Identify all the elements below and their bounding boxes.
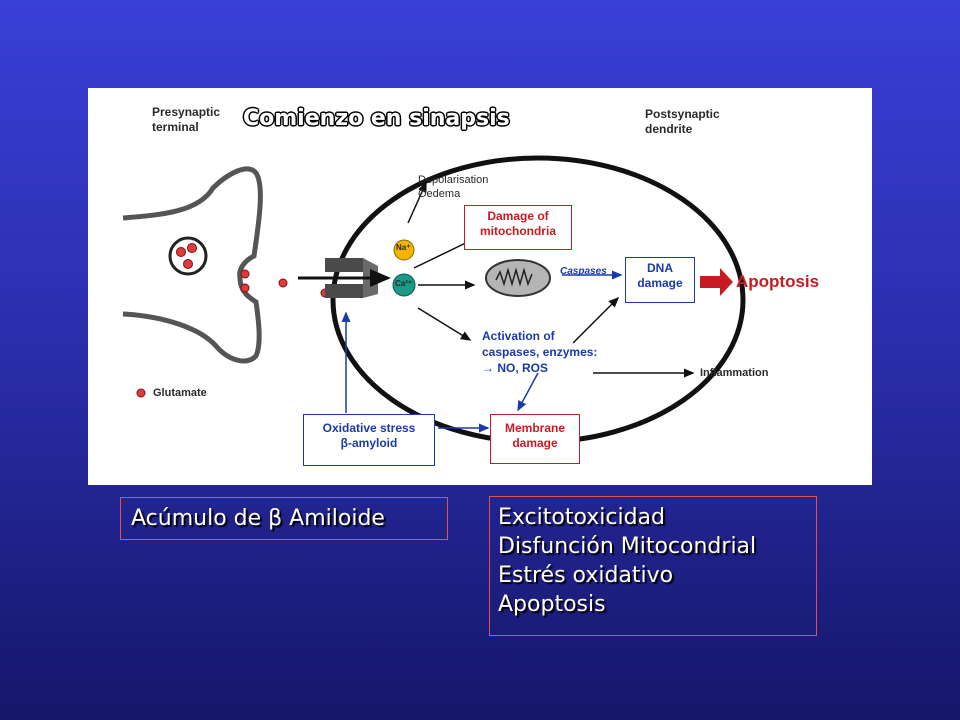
na-ion [393,239,415,261]
glutamate-legend-dot [136,388,146,398]
ca-label: Ca²⁺ [395,279,413,288]
synapse-figure: Comienzo en sinapsis Presynaptic termina… [88,88,872,485]
activation-label: Activation of caspases, enzymes: → NO, R… [482,329,598,375]
caspases-label: Caspases [560,266,607,277]
caption-amyloid: Acúmulo de β Amiloide [131,506,385,531]
apoptosis-label: Apoptosis [736,272,820,291]
receptor-channel [325,258,363,272]
dna-damage-box: DNA damage [625,257,695,303]
oxidative-stress-box: Oxidative stress β-amyloid [303,414,435,466]
inflammation-label: Inflammation [700,367,769,379]
caption-mito-dysfunction: Disfunción Mitocondrial [498,534,757,559]
membrane-damage-box: Membrane damage [490,414,580,464]
caption-amyloid-box: Acúmulo de β Amiloide [120,497,448,540]
presynaptic-terminal-shape [122,166,263,364]
caption-mechanisms-box: Excitotoxicidad Disfunción Mitocondrial … [489,496,817,636]
na-label: Na⁺ [396,243,411,252]
postsynaptic-label: Postsynaptic dendrite [645,107,720,136]
caption-excitotoxicity: Excitotoxicidad [498,505,665,530]
mito-damage-box: Damage of mitochondria [464,205,572,250]
apoptosis-arrow [700,268,733,296]
caption-oxidative-stress: Estrés oxidativo [498,563,674,588]
ca-ion [392,273,416,297]
synapse-diagram [122,155,746,445]
glutamate-legend-label: Glutamate [153,387,207,399]
presynaptic-label: Presynaptic terminal [152,105,221,134]
vesicle [168,236,208,276]
caption-apoptosis: Apoptosis [498,592,606,617]
depolarisation-label: Depolarisation Oedema [418,174,489,200]
glutamate-molecule [278,278,288,288]
figure-title: Comienzo en sinapsis [243,106,510,131]
